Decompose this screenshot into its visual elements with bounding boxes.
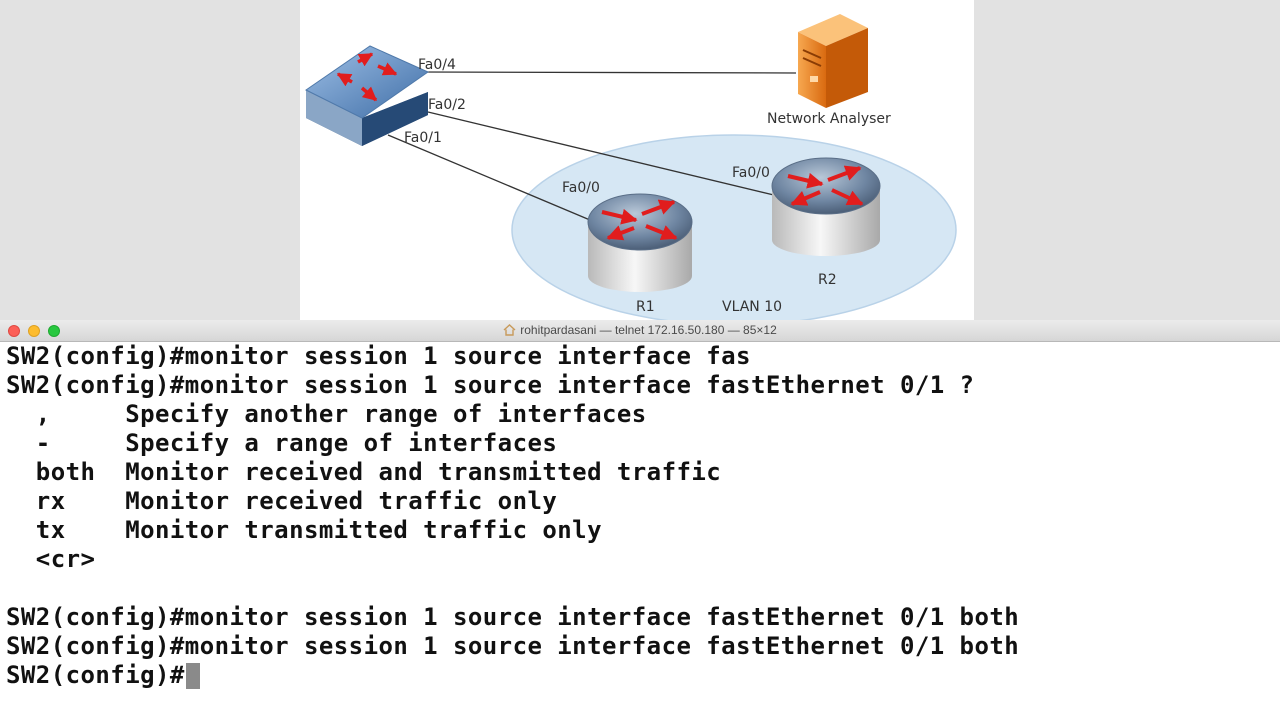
terminal-line: rx Monitor received traffic only (6, 487, 558, 515)
close-window-button[interactable] (8, 325, 20, 337)
diagram-area: Fa0/4 Fa0/2 Fa0/1 Fa0/0 Fa0/0 Network An… (0, 0, 1280, 320)
terminal-line: <cr> (6, 545, 96, 573)
terminal-line: tx Monitor transmitted traffic only (6, 516, 602, 544)
terminal-line: SW2(config)#monitor session 1 source int… (6, 371, 975, 399)
server-icon (798, 14, 868, 108)
network-diagram: Fa0/4 Fa0/2 Fa0/1 Fa0/0 Fa0/0 Network An… (300, 0, 974, 320)
router-icon-r1 (587, 193, 693, 292)
link-fa01 (387, 134, 591, 221)
terminal-lines: SW2(config)#monitor session 1 source int… (6, 342, 1019, 690)
label-fa01: Fa0/1 (404, 130, 442, 146)
terminal-prompt: SW2(config)# (6, 661, 185, 689)
label-r1-fa00: Fa0/0 (562, 180, 600, 196)
label-network-analyser: Network Analyser (767, 111, 891, 127)
vlan-10-area (511, 134, 957, 320)
terminal-titlebar[interactable]: rohitpardasani — telnet 172.16.50.180 — … (0, 320, 1280, 342)
terminal-line: - Specify a range of interfaces (6, 429, 558, 457)
label-fa02: Fa0/2 (428, 97, 466, 113)
window-title: rohitpardasani — telnet 172.16.50.180 — … (520, 323, 777, 337)
terminal-line (6, 574, 1019, 603)
terminal-line: SW2(config)#monitor session 1 source int… (6, 603, 1020, 631)
label-r2: R2 (818, 272, 837, 288)
minimize-window-button[interactable] (28, 325, 40, 337)
label-fa04: Fa0/4 (418, 57, 456, 73)
switch-icon (305, 45, 430, 146)
terminal-line: SW2(config)#monitor session 1 source int… (6, 342, 751, 370)
network-diagram-svg: Fa0/4 Fa0/2 Fa0/1 Fa0/0 Fa0/0 Network An… (305, 14, 957, 320)
terminal-window: rohitpardasani — telnet 172.16.50.180 — … (0, 320, 1280, 720)
terminal-line: , Specify another range of interfaces (6, 400, 647, 428)
terminal-cursor (185, 663, 200, 689)
label-r2-fa00: Fa0/0 (732, 165, 770, 181)
terminal-prompt-line[interactable]: SW2(config)# (6, 661, 1019, 690)
window-title-area: rohitpardasani — telnet 172.16.50.180 — … (0, 320, 1280, 341)
home-icon (503, 324, 516, 336)
terminal-line: SW2(config)#monitor session 1 source int… (6, 632, 1020, 660)
terminal-output[interactable]: SW2(config)#monitor session 1 source int… (0, 342, 1280, 720)
link-fa04 (419, 71, 797, 74)
label-r1: R1 (636, 299, 655, 315)
link-fa02 (427, 111, 779, 197)
terminal-line: both Monitor received and transmitted tr… (6, 458, 722, 486)
label-vlan-10: VLAN 10 (722, 299, 782, 315)
maximize-window-button[interactable] (48, 325, 60, 337)
router-icon-r2 (771, 157, 881, 256)
